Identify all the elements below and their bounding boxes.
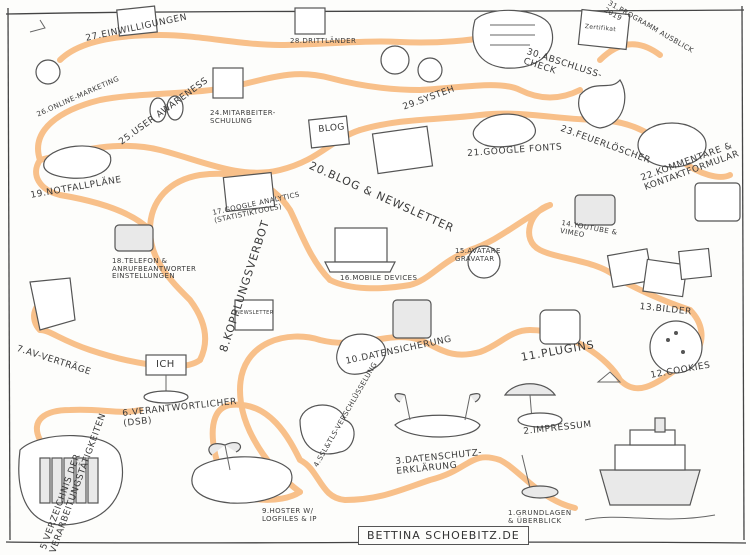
doodle-island-hammock xyxy=(394,393,481,438)
newsletter-sign-text: NEWSLETTER xyxy=(236,310,274,316)
doodle-marketing xyxy=(35,59,61,85)
station-9-label: 9.HOSTER W/ LOGFILES & IP xyxy=(262,507,317,523)
doodle-binders xyxy=(18,435,124,526)
doodle-analytics xyxy=(222,171,276,213)
doodle-newsletter xyxy=(371,125,434,175)
station-18-label: 18.TELEFON & ANRUFBEANTWORTER EINSTELLUN… xyxy=(112,257,197,281)
station-15-label: 15.AVATARE GRAVATAR xyxy=(455,247,501,263)
doodle-emergency xyxy=(43,145,112,179)
doodle-extinguisher xyxy=(578,78,626,129)
doodle-island-palm xyxy=(191,441,293,504)
doodle-blog xyxy=(307,115,351,149)
doodle-contact xyxy=(637,122,707,168)
station-16-label: 16.MOBILE DEVICES xyxy=(340,274,418,282)
doodle-contract xyxy=(29,277,76,331)
doodle-gravatar xyxy=(467,245,501,279)
station-28-label: 28.DRITTLÄNDER xyxy=(290,37,357,45)
doodle-printer xyxy=(694,182,741,222)
author-footer: BETTINA SCHOEBITZ.DE xyxy=(358,526,529,545)
doodle-system-gears xyxy=(380,45,443,83)
station-24-label: 24.MITARBEITER-SCHULUNG xyxy=(210,109,276,125)
station-1-label: 1.GRUNDLAGEN & ÜBERBLICK xyxy=(508,509,572,525)
doodle-backup xyxy=(336,299,432,375)
ich-sign-text: ICH xyxy=(156,359,175,370)
doodle-camera xyxy=(574,194,616,226)
sketch-border xyxy=(5,5,747,544)
doodle-ship xyxy=(584,417,716,521)
doodle-shovel xyxy=(521,454,559,499)
doodle-coupling xyxy=(234,299,274,331)
doodle-photos xyxy=(606,247,713,298)
doodle-ich-sign xyxy=(143,354,189,404)
doodle-fonts xyxy=(472,113,536,148)
doodle-certificate xyxy=(577,8,631,51)
doodle-footprints xyxy=(149,95,184,123)
doodle-training xyxy=(212,67,244,99)
doodle-thirdcountry xyxy=(294,7,326,35)
doodle-consent xyxy=(116,5,158,37)
doodle-umbrella xyxy=(503,383,563,428)
doodle-lock-cloud xyxy=(299,404,355,455)
doodle-checklist xyxy=(472,9,554,69)
doodle-laptop xyxy=(324,227,396,273)
doodle-boats xyxy=(29,19,622,383)
doodle-cookie xyxy=(649,320,703,374)
doodle-plugin xyxy=(539,309,581,345)
doodle-phone xyxy=(114,224,154,252)
